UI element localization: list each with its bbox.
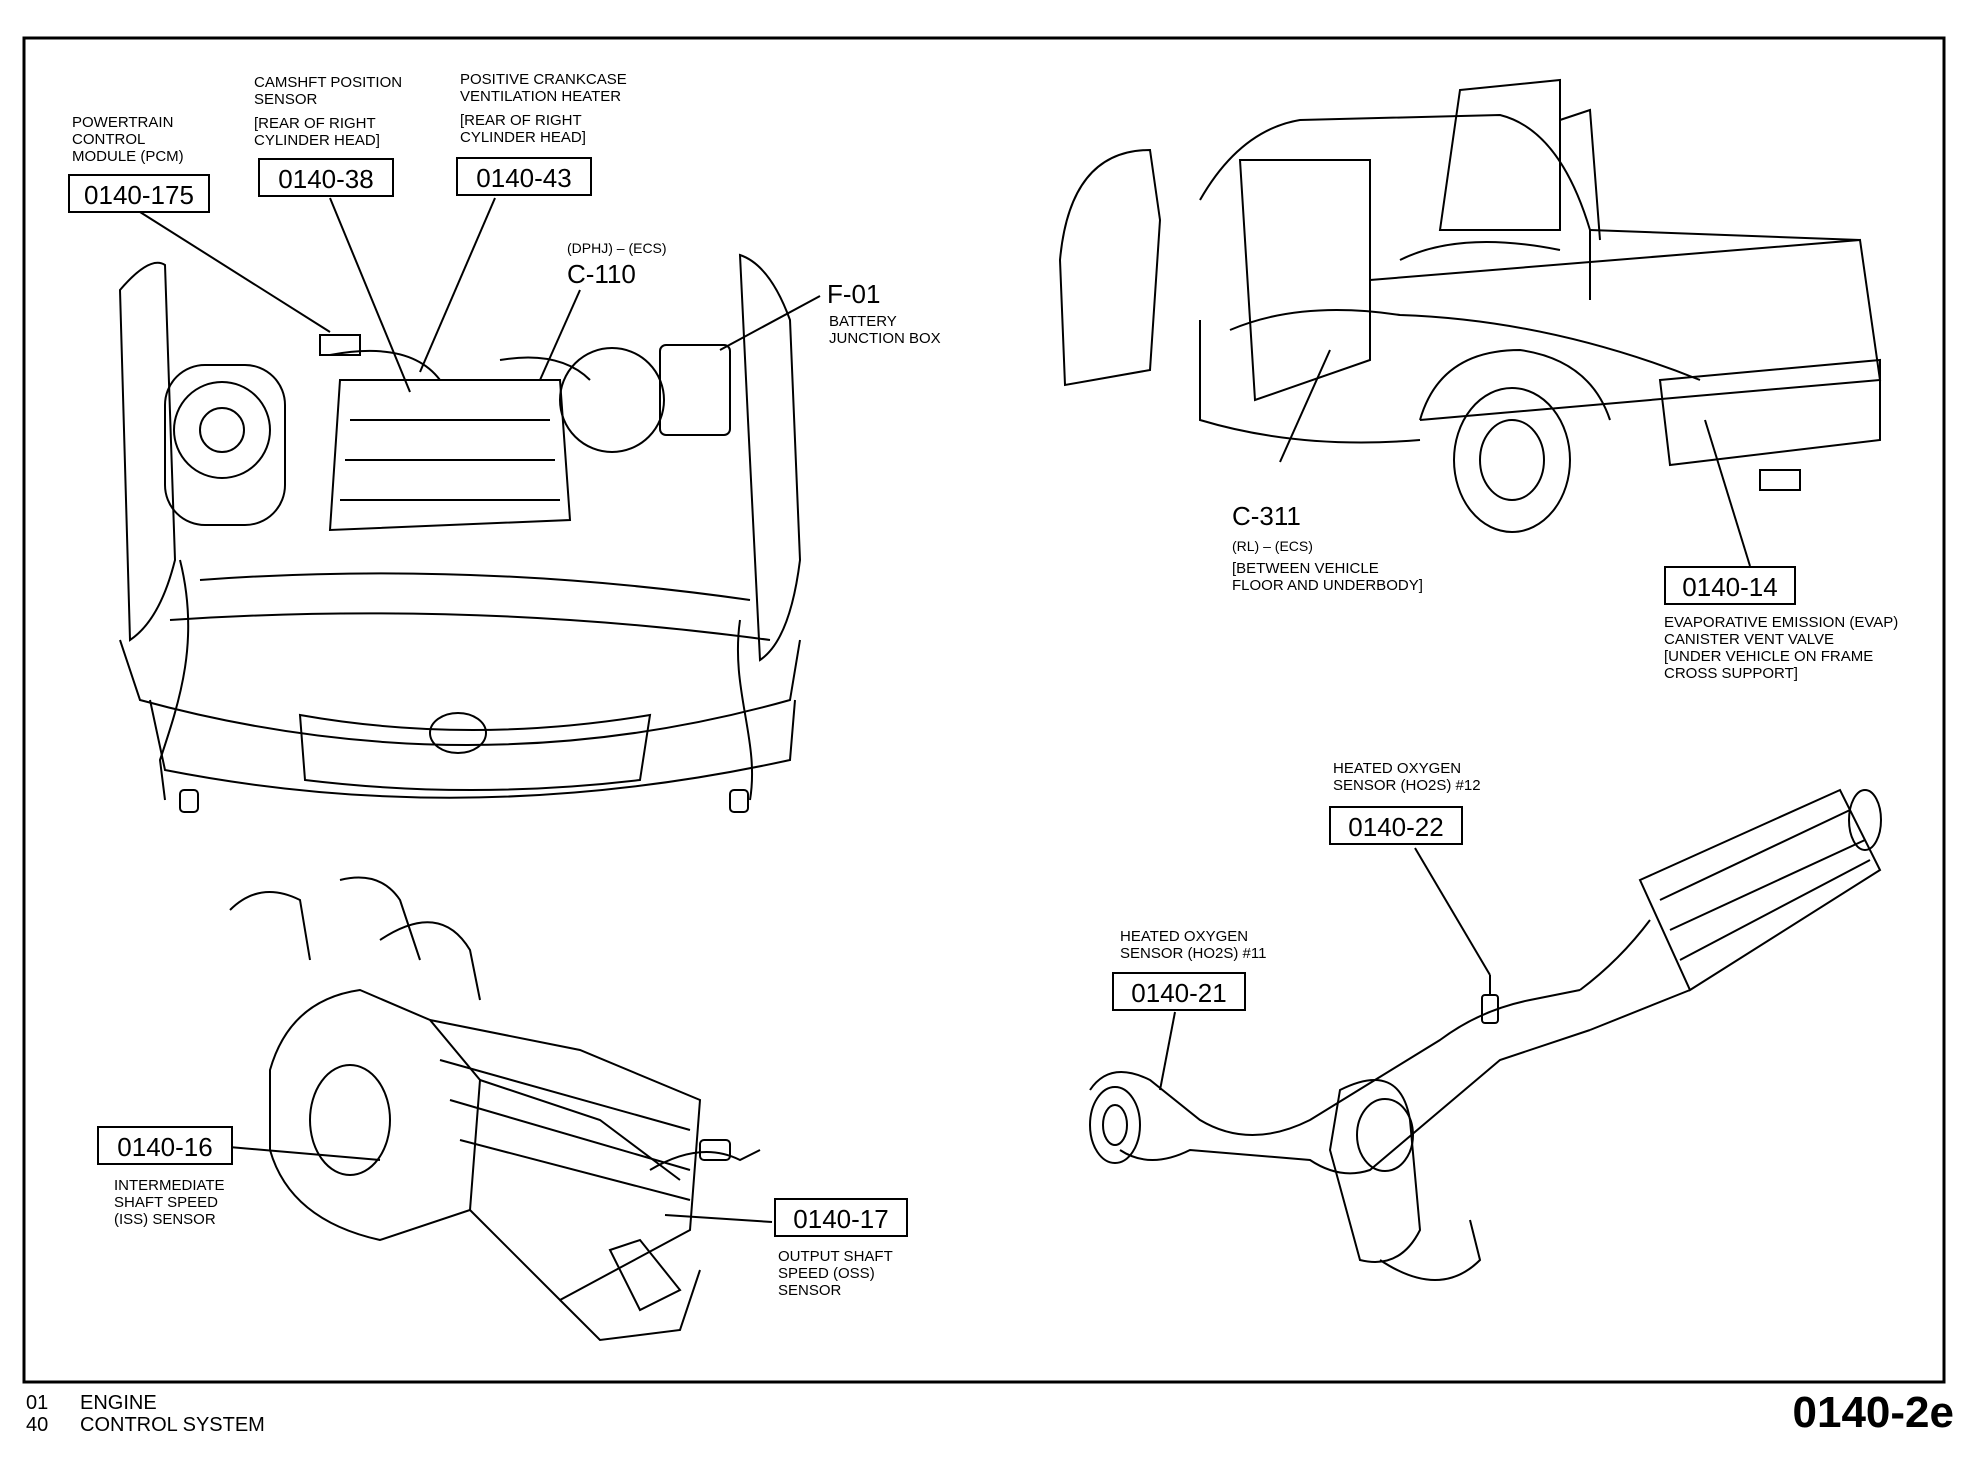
c311-code: C-311 [1232, 501, 1301, 531]
c110-code: C-110 [567, 259, 636, 289]
truck-illustration [1058, 78, 1882, 533]
ho2s11-label: HEATED OXYGEN SENSOR (HO2S) #11 [1120, 928, 1267, 962]
pcm-code-box: 0140-175 [68, 174, 210, 213]
leader-c311 [1279, 349, 1331, 463]
footer-section-number-1: 01 [26, 1392, 49, 1414]
evap-location: [UNDER VEHICLE ON FRAME CROSS SUPPORT] [1664, 648, 1874, 682]
cmp-code-box: 0140-38 [258, 158, 394, 197]
footer-section-number-2: 40 [26, 1414, 49, 1436]
c311-label: (RL) – (ECS) [1232, 538, 1313, 554]
leader-iss [228, 1146, 381, 1161]
iss-code-box: 0140-16 [97, 1126, 233, 1165]
transmission-illustration [229, 876, 761, 1342]
ho2s11-code-box: 0140-21 [1112, 972, 1246, 1011]
evap-label: EVAPORATIVE EMISSION (EVAP) CANISTER VEN… [1664, 614, 1899, 648]
engine-bay-illustration [118, 253, 802, 813]
f01-label: BATTERY JUNCTION BOX [829, 313, 941, 347]
leader-lines [139, 197, 1751, 1223]
page-number: 0140-2e [1792, 1388, 1954, 1437]
c110-label: (DPHJ) – (ECS) [567, 240, 667, 256]
c311-location: [BETWEEN VEHICLE FLOOR AND UNDERBODY] [1232, 560, 1423, 594]
ho2s12-label: HEATED OXYGEN SENSOR (HO2S) #12 [1333, 760, 1481, 794]
cmp-location: [REAR OF RIGHT CYLINDER HEAD] [254, 115, 380, 149]
leader-pcv [419, 197, 496, 373]
pcv-location: [REAR OF RIGHT CYLINDER HEAD] [460, 112, 586, 146]
leader-pcm [139, 211, 331, 333]
leader-oss [664, 1214, 773, 1223]
leader-ho2s11 [1159, 1011, 1176, 1091]
leader-f01 [719, 295, 821, 351]
pcv-code-box: 0140-43 [456, 157, 592, 196]
footer-section-name-2: CONTROL SYSTEM [80, 1414, 265, 1436]
pcv-label: POSITIVE CRANKCASE VENTILATION HEATER [460, 71, 627, 105]
exhaust-illustration [1089, 788, 1882, 1281]
leader-evap [1704, 419, 1751, 567]
oss-code-box: 0140-17 [774, 1198, 908, 1237]
cmp-label: CAMSHFT POSITION SENSOR [254, 74, 403, 108]
oss-label: OUTPUT SHAFT SPEED (OSS) SENSOR [778, 1248, 893, 1299]
ho2s12-code-box: 0140-22 [1329, 806, 1463, 845]
leader-ho2s12 [1414, 847, 1491, 976]
pcm-label: POWERTRAIN CONTROL MODULE (PCM) [72, 114, 184, 165]
footer-section-name-1: ENGINE [80, 1392, 157, 1414]
leader-cmp [329, 197, 411, 393]
f01-code: F-01 [827, 279, 881, 309]
diagram-frame-border [22, 36, 1946, 1384]
leader-c110 [539, 289, 581, 381]
iss-label: INTERMEDIATE SHAFT SPEED (ISS) SENSOR [114, 1177, 225, 1228]
evap-code-box: 0140-14 [1664, 566, 1796, 605]
